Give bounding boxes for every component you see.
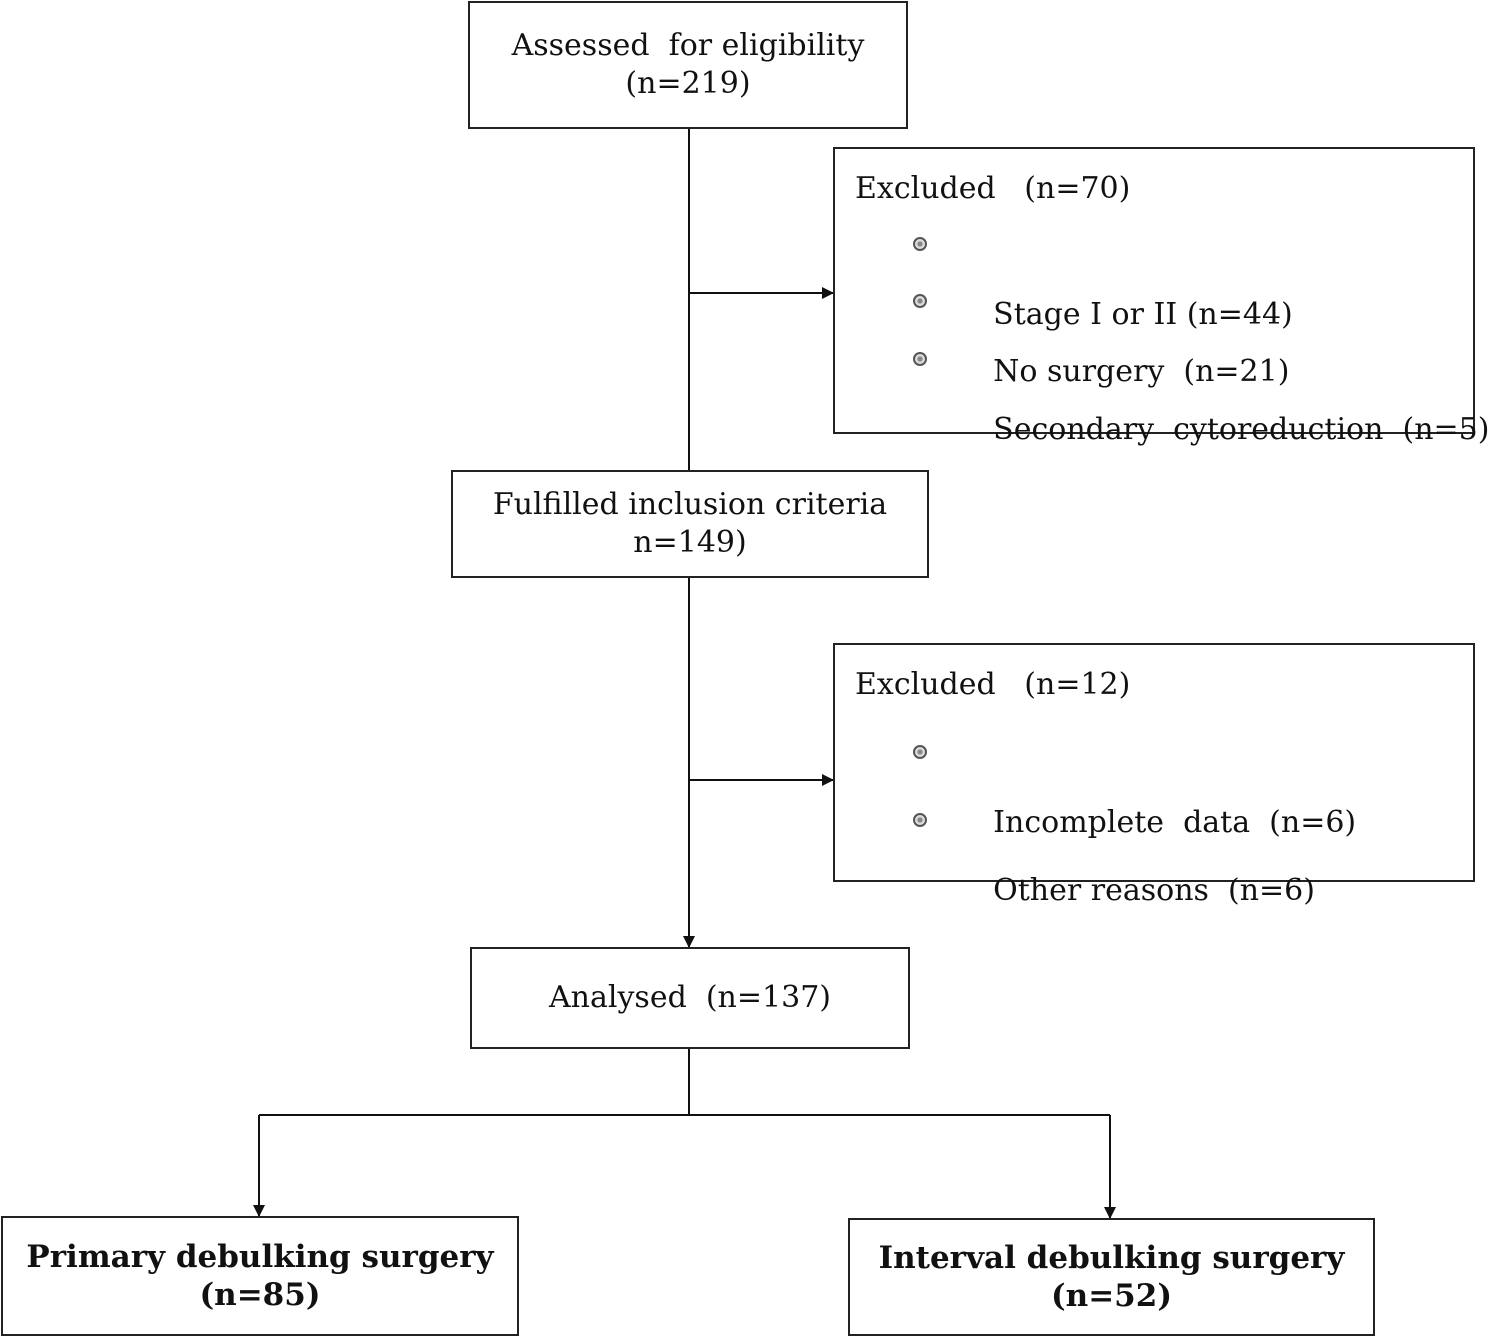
fulfilled-box: Fulfilled inclusion criteria n=149)	[451, 470, 929, 578]
excluded-2-item-label: Other reasons (n=6)	[993, 873, 1315, 908]
analysed-box: Analysed (n=137)	[470, 947, 910, 1049]
excluded-1-item: Stage I or II (n=44)	[913, 227, 1293, 367]
excluded-1-title: Excluded (n=70)	[855, 171, 1131, 206]
assessed-label: Assessed for eligibility	[511, 28, 865, 63]
excluded-box-1: Excluded (n=70) Stage I or II (n=44) No …	[833, 147, 1489, 447]
circle-bullet-icon	[913, 813, 927, 827]
interval-count: (n=52)	[1051, 1278, 1172, 1314]
primary-label: Primary debulking surgery	[26, 1239, 494, 1275]
excluded-1-item: Secondary cytoreduction (n=5)	[913, 342, 1489, 482]
excluded-1-item-label: Stage I or II (n=44)	[993, 297, 1293, 332]
excluded-2-item-label: Incomplete data (n=6)	[993, 805, 1357, 840]
assessed-count: (n=219)	[625, 66, 751, 101]
excluded-1-item: No surgery (n=21)	[913, 284, 1290, 424]
primary-box: Primary debulking surgery (n=85)	[1, 1216, 519, 1336]
excluded-2-title: Excluded (n=12)	[855, 667, 1131, 702]
fulfilled-count: n=149)	[633, 525, 747, 560]
excluded-1-item-label: Secondary cytoreduction (n=5)	[993, 412, 1489, 447]
analysed-label: Analysed (n=137)	[549, 980, 831, 1015]
circle-bullet-icon	[913, 237, 927, 251]
interval-label: Interval debulking surgery	[878, 1240, 1345, 1276]
excluded-1-item-label: No surgery (n=21)	[993, 354, 1290, 389]
excluded-2-item: Other reasons (n=6)	[913, 803, 1315, 943]
primary-count: (n=85)	[199, 1277, 321, 1313]
interval-box: Interval debulking surgery (n=52)	[848, 1218, 1375, 1336]
fulfilled-label: Fulfilled inclusion criteria	[492, 487, 888, 522]
excluded-2-item: Incomplete data (n=6)	[913, 735, 1357, 875]
circle-bullet-icon	[913, 745, 927, 759]
excluded-box-2: Excluded (n=12) Incomplete data (n=6) Ot…	[833, 643, 1475, 908]
circle-bullet-icon	[913, 352, 927, 366]
circle-bullet-icon	[913, 294, 927, 308]
assessed-box: Assessed for eligibility (n=219)	[468, 1, 908, 129]
